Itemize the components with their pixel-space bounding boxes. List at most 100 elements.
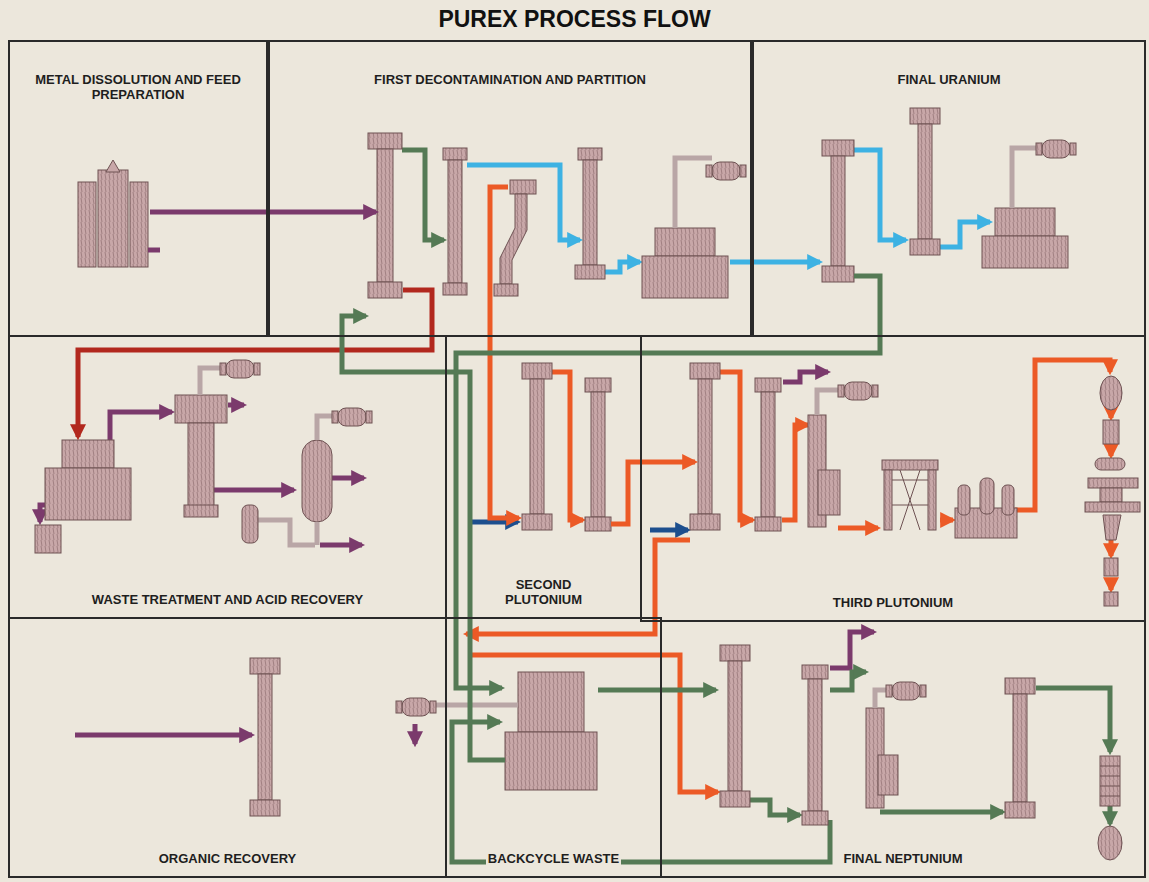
equipment-part bbox=[1005, 802, 1035, 818]
equipment-part bbox=[402, 698, 430, 716]
equipment-part bbox=[575, 265, 605, 279]
equipment-part bbox=[377, 149, 393, 282]
equipment-part bbox=[822, 140, 854, 156]
equipment-part bbox=[1012, 148, 1040, 208]
equipment-part bbox=[1070, 143, 1076, 155]
equipment-part bbox=[1013, 694, 1027, 802]
equipment-part bbox=[443, 148, 467, 160]
equipment-part bbox=[740, 165, 746, 177]
equipment-part bbox=[530, 379, 544, 514]
equipment-part bbox=[258, 674, 272, 800]
equipment-part bbox=[130, 182, 148, 267]
equipment-part bbox=[1109, 410, 1114, 418]
equipment-part bbox=[886, 685, 892, 697]
equipment-part bbox=[110, 412, 172, 440]
equipment-part bbox=[396, 701, 402, 713]
equipment-part bbox=[413, 724, 418, 744]
equipment-part bbox=[332, 476, 364, 481]
equipment-part bbox=[1042, 140, 1070, 158]
equipment-part bbox=[1088, 478, 1138, 488]
equipment-part bbox=[552, 372, 583, 520]
equipment-part bbox=[1036, 143, 1042, 155]
equipment-part bbox=[522, 514, 552, 530]
equipment-part bbox=[250, 658, 280, 674]
equipment-part bbox=[728, 661, 742, 791]
equipment-part bbox=[148, 248, 160, 253]
equipment-part bbox=[250, 520, 317, 545]
equipment-part bbox=[522, 363, 552, 379]
equipment-part bbox=[332, 411, 338, 423]
equipment-part bbox=[884, 470, 892, 530]
equipment-part bbox=[1100, 756, 1120, 806]
equipment-part bbox=[75, 733, 252, 738]
equipment-part bbox=[1005, 678, 1035, 694]
equipment-part bbox=[1095, 458, 1125, 470]
process-region: SECOND PLUTONIUM bbox=[445, 335, 642, 619]
equipment-part bbox=[872, 385, 878, 397]
equipment-part bbox=[505, 732, 597, 790]
equipment-part bbox=[642, 256, 728, 298]
process-region: FIRST DECONTAMINATION AND PARTITION bbox=[268, 40, 752, 337]
equipment-part bbox=[892, 682, 920, 700]
equipment-part bbox=[880, 810, 1003, 815]
equipment-part bbox=[720, 791, 750, 807]
equipment-part bbox=[518, 672, 584, 732]
equipment-part bbox=[1098, 826, 1122, 860]
equipment-part bbox=[980, 478, 994, 514]
equipment-part bbox=[940, 518, 953, 523]
process-region: BACKCYCLE WASTE bbox=[445, 617, 662, 878]
equipment-part bbox=[720, 372, 753, 520]
equipment-part bbox=[585, 517, 611, 531]
equipment-part bbox=[1109, 540, 1114, 556]
equipment-part bbox=[1100, 488, 1122, 502]
equipment-part bbox=[1109, 578, 1114, 590]
equipment-part bbox=[40, 505, 45, 522]
region-label: METAL DISSOLUTION AND FEED PREPARATION bbox=[21, 72, 255, 102]
process-region: FINAL NEPTUNIUM bbox=[660, 620, 1146, 878]
equipment-part bbox=[755, 378, 781, 392]
equipment-part bbox=[320, 543, 362, 548]
equipment-part bbox=[448, 160, 462, 283]
equipment-part bbox=[1104, 592, 1118, 606]
equipment-part bbox=[228, 403, 244, 408]
equipment-part bbox=[918, 124, 932, 239]
equipment-part bbox=[892, 470, 928, 530]
equipment-part bbox=[338, 408, 366, 426]
equipment-part bbox=[226, 360, 254, 378]
equipment-part bbox=[452, 722, 830, 862]
equipment-part bbox=[62, 440, 114, 468]
equipment-part bbox=[494, 284, 518, 296]
equipment-part bbox=[578, 148, 602, 160]
equipment-part bbox=[838, 385, 844, 397]
process-region: WASTE TREATMENT AND ACID RECOVERY bbox=[8, 335, 447, 619]
region-label: WASTE TREATMENT AND ACID RECOVERY bbox=[90, 592, 365, 607]
equipment-part bbox=[402, 150, 444, 240]
equipment-part bbox=[712, 162, 740, 180]
internal-flow bbox=[40, 142, 1111, 862]
equipment-part bbox=[214, 488, 294, 493]
process-region: THIRD PLUTONIUM bbox=[640, 335, 1146, 622]
equipment-part bbox=[808, 679, 822, 811]
equipment-part bbox=[830, 672, 866, 690]
process-region: ORGANIC RECOVERY bbox=[8, 617, 447, 878]
equipment-part bbox=[802, 811, 828, 825]
equipment-part bbox=[755, 517, 781, 531]
equipment-part bbox=[602, 262, 640, 272]
equipment-part bbox=[844, 382, 872, 400]
equipment-part bbox=[1002, 485, 1014, 515]
flow-line bbox=[78, 290, 432, 437]
region-label: SECOND PLUTONIUM bbox=[487, 577, 601, 607]
equipment-part bbox=[690, 363, 720, 379]
process-equipment bbox=[35, 108, 1140, 860]
flow-line bbox=[456, 276, 880, 688]
equipment-part bbox=[430, 701, 436, 713]
equipment-part bbox=[698, 379, 712, 514]
equipment-part bbox=[45, 468, 131, 520]
equipment-part bbox=[878, 755, 898, 795]
equipment-part bbox=[650, 528, 688, 533]
equipment-part bbox=[368, 282, 402, 298]
flow-line bbox=[342, 316, 505, 760]
